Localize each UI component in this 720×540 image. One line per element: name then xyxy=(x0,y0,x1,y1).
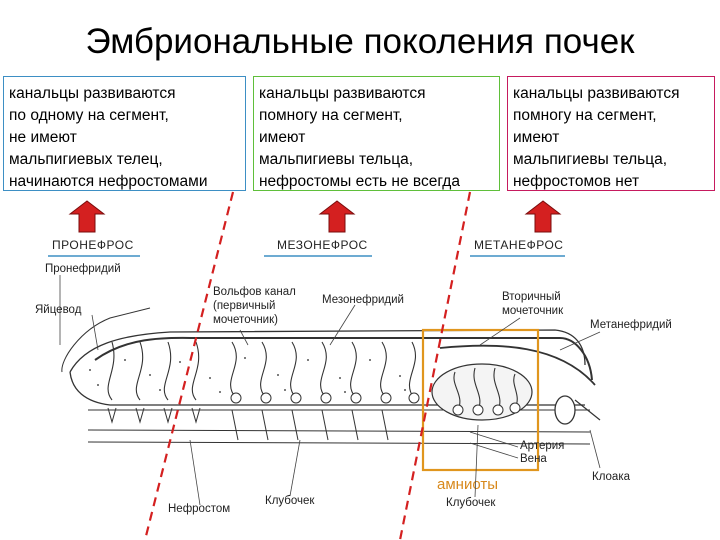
label-cloaca: Клоака xyxy=(592,471,631,483)
box-mesonephros-description: канальцы развиваются помногу на сегмент,… xyxy=(253,76,500,191)
box-line: не имеют xyxy=(9,129,77,146)
label-wolffian-duct: Вольфов канал xyxy=(213,286,296,298)
cloaca-shape xyxy=(554,395,576,425)
box-line: по одному на сегмент, xyxy=(9,107,169,124)
label-nephrostome: Нефростом xyxy=(168,503,230,515)
box-line: нефростомов нет xyxy=(513,173,640,190)
box-line: помногу на сегмент, xyxy=(513,107,657,124)
slide-title: Эмбриональные поколения почек xyxy=(85,22,635,61)
up-arrow-icon xyxy=(524,200,562,233)
label-oviduct: Яйцевод xyxy=(35,304,82,316)
label-metanephridium: Метанефридий xyxy=(590,319,672,331)
divider-line xyxy=(143,191,235,540)
label-wolffian-duct: мочеточник) xyxy=(213,314,278,326)
label-vein: Вена xyxy=(520,453,547,465)
label-glomerulus: Клубочек xyxy=(446,497,496,509)
label-mesonephridium: Мезонефридий xyxy=(322,294,404,306)
box-line: имеют xyxy=(513,129,560,146)
metanephros-glomeruli xyxy=(452,402,521,416)
leader-lines xyxy=(59,275,601,506)
label-secondary-ureter: Вторичный xyxy=(502,291,561,303)
stage-label-mesonephros: МЕЗОНЕФРОС xyxy=(277,238,368,252)
box-line: мальпигиевы тельца, xyxy=(259,151,414,168)
nephrostome-funnels xyxy=(107,407,389,441)
label-glomerulus: Клубочек xyxy=(265,495,315,507)
stipple-texture xyxy=(89,357,406,393)
stage-label-metanephros: МЕТАНЕФРОС xyxy=(474,238,563,252)
box-line: помногу на сегмент, xyxy=(259,107,403,124)
label-secondary-ureter: мочеточник xyxy=(502,305,564,317)
box-pronephros-description: канальцы развиваются по одному на сегмен… xyxy=(3,76,246,191)
box-line: канальцы развиваются xyxy=(259,85,426,102)
stage-label-pronephros: ПРОНЕФРОС xyxy=(52,238,134,252)
label-wolffian-duct: (первичный xyxy=(213,300,275,312)
up-arrow-icon xyxy=(68,200,106,233)
box-line: имеют xyxy=(259,129,306,146)
box-line: мальпигиевых телец, xyxy=(9,151,163,168)
amniotes-label: амниоты xyxy=(437,476,498,493)
glomeruli xyxy=(230,392,420,404)
up-arrow-icon xyxy=(318,200,356,233)
box-line: мальпигиевы тельца, xyxy=(513,151,668,168)
box-line: начинаются нефростомами xyxy=(9,173,208,190)
box-line: канальцы развиваются xyxy=(513,85,680,102)
box-line: нефростомы есть не всегда xyxy=(259,173,460,190)
cloaca-duct xyxy=(574,399,601,421)
tubules xyxy=(107,341,417,401)
box-line: канальцы развиваются xyxy=(9,85,176,102)
label-pronephridium: Пронефридий xyxy=(45,263,121,275)
label-artery: Артерия xyxy=(520,440,564,452)
amniote-highlight-box xyxy=(421,328,540,472)
box-metanephros-description: канальцы развиваются помногу на сегмент,… xyxy=(507,76,715,191)
